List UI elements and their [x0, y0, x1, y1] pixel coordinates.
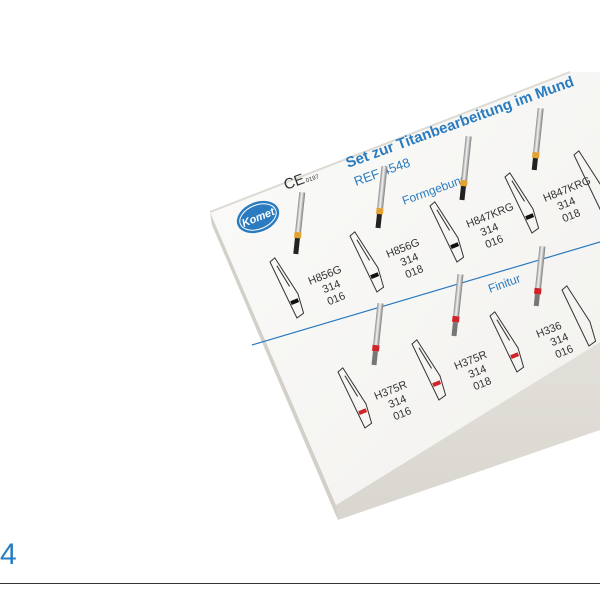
- bur-outline: [337, 367, 373, 429]
- bur: [451, 274, 464, 337]
- bur-label: H856G 314 016: [307, 264, 348, 309]
- page-number: 4: [0, 538, 17, 571]
- bur: [459, 136, 472, 201]
- tray-top-edge: [209, 71, 571, 213]
- bur-outline: [429, 201, 465, 263]
- bur-outline: [349, 231, 385, 293]
- bur-outline: [411, 339, 447, 401]
- physical-burs: [293, 108, 546, 366]
- bur-outline: [489, 311, 525, 373]
- bottom-rule: [0, 583, 600, 584]
- bur: [531, 108, 544, 171]
- ce-mark: CE: [282, 171, 307, 194]
- bur-outline: [269, 257, 305, 319]
- bur: [293, 192, 306, 255]
- tray-left-face: [210, 212, 338, 520]
- ce-number: 0197: [305, 174, 320, 184]
- bur-outline: [504, 172, 540, 234]
- bur: [533, 246, 546, 307]
- bur-outline: [573, 150, 600, 212]
- printed-bur-outlines: [269, 150, 600, 429]
- bur-outline: [561, 285, 597, 347]
- komet-logo: Komet: [236, 200, 280, 234]
- bur: [371, 303, 384, 366]
- bur: [375, 166, 388, 229]
- tray-top-face: [210, 72, 600, 505]
